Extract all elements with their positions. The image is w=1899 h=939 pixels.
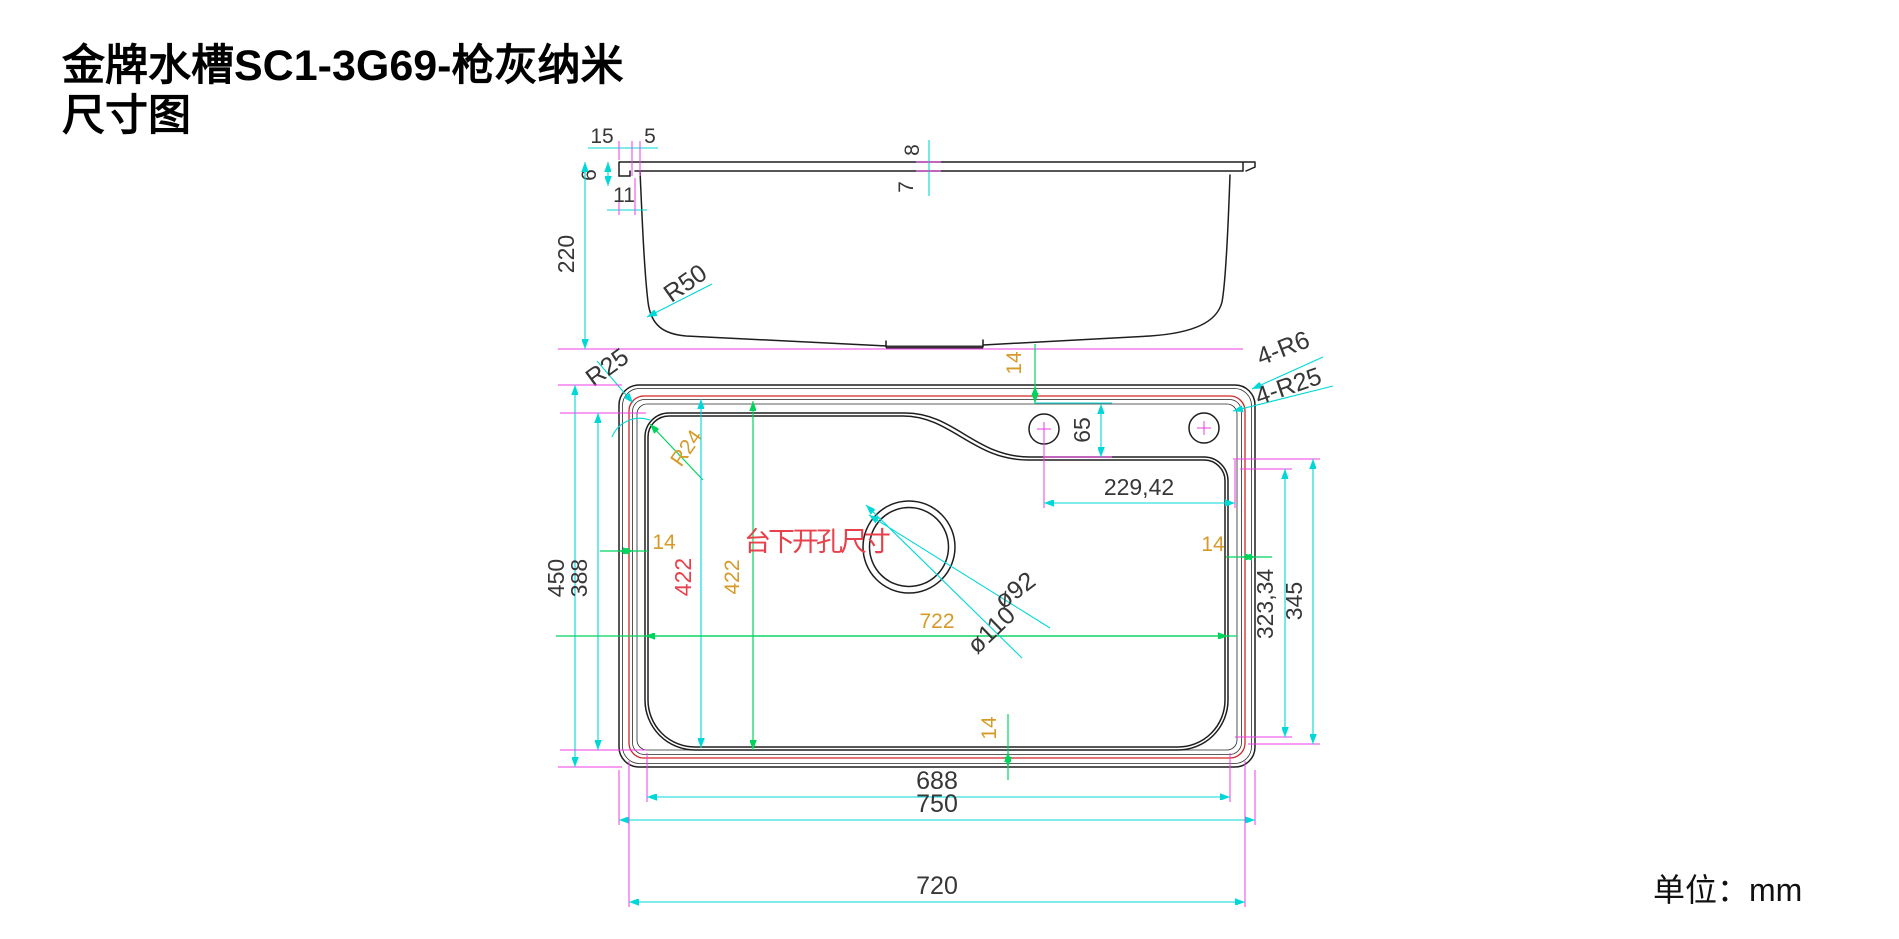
dim-720-label: 720: [916, 872, 958, 900]
bowl-opening-inner-line: [647, 415, 1226, 748]
sink-outer-rim: [618, 384, 1256, 768]
dim-450-label: 450: [543, 559, 569, 597]
dim-5-label: 5: [644, 125, 656, 148]
dim-14-left-label: 14: [652, 531, 676, 554]
page-title-line1: 金牌水槽SC1-3G69-枪灰纳米: [62, 41, 623, 90]
dim-688-label: 688: [916, 767, 958, 795]
dim-422-bowl-label: 422: [721, 559, 744, 594]
undermount-cutout-line: [628, 395, 1246, 759]
dim-11-label: 11: [613, 184, 635, 207]
dim-722-label: 722: [919, 610, 954, 633]
page-title-line2: 尺寸图: [62, 92, 191, 140]
dim-750-label: 750: [916, 790, 958, 818]
dim-14-bottom-label: 14: [978, 716, 1001, 740]
dim-220-label: 220: [553, 235, 579, 273]
dim-15-label: 15: [590, 125, 613, 148]
plan-view: [618, 384, 1256, 768]
dim-229-42-label: 229,42: [1104, 474, 1174, 500]
dim-8-label: 8: [901, 144, 924, 156]
dim-65-label: 65: [1069, 417, 1095, 443]
dim-7-label: 7: [895, 181, 918, 193]
dim-422-cutout-label: 422: [670, 558, 696, 596]
unit-label: 单位：mm: [1653, 872, 1802, 908]
dim-345-label: 345: [1281, 582, 1307, 620]
cutout-note-label: 台下开孔尺寸: [744, 527, 890, 557]
dim-14-right-label: 14: [1201, 533, 1225, 556]
drain-boss-edges: [885, 339, 984, 348]
dim-6-label: 6: [578, 169, 601, 181]
cutout-companion-line: [632, 399, 1242, 755]
drain-hole-inner: [868, 506, 950, 588]
faucet-hole-right: [1188, 412, 1220, 444]
faucet-hole-right-center-mark: [1197, 421, 1211, 435]
sink-outer-rim-inner-line: [622, 388, 1252, 764]
drain-hole-outer: [862, 500, 956, 594]
dim-14-top-label: 14: [1003, 351, 1026, 375]
bowl-opening-outline: [644, 412, 1229, 751]
dim-323-34-label: 323,34: [1252, 569, 1278, 640]
plan-view-dimensions: 14 R25 R24 4-R6 4-R25 65 229,42 450 388: [543, 326, 1334, 907]
dim-388-label: 388: [566, 559, 592, 597]
